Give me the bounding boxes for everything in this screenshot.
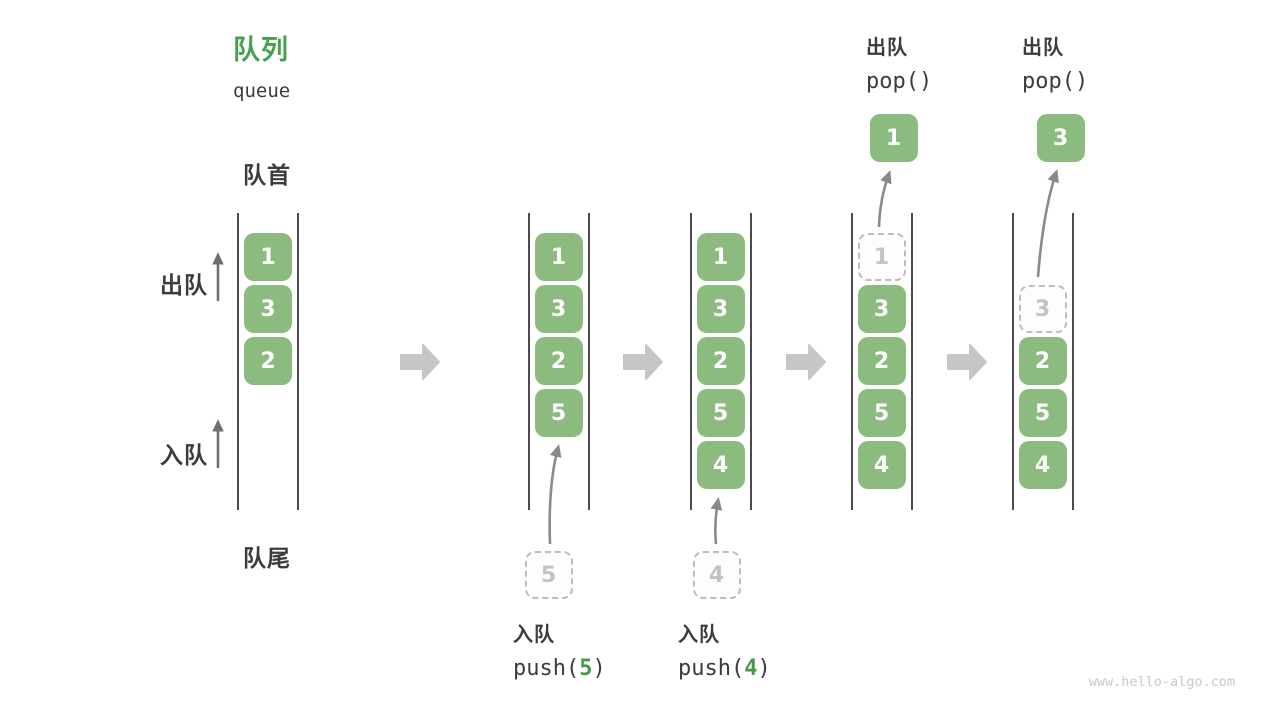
- pop1-arrow: [877, 170, 892, 228]
- queue-element: 4: [1018, 441, 1067, 489]
- queue-element: 3: [696, 285, 745, 333]
- queue-element: 1: [534, 233, 583, 281]
- queue-wall-right: [1071, 213, 1074, 510]
- popped-element: 3: [1036, 114, 1085, 162]
- dequeued-slot-ghost: 3: [1018, 285, 1067, 333]
- code-text: ): [757, 656, 771, 681]
- op-label-code: pop(): [1022, 69, 1089, 94]
- incoming-element-ghost: 5: [524, 551, 573, 599]
- op-label-code: push(4): [678, 656, 771, 681]
- dequeue-direction-label: 出队: [160, 272, 208, 298]
- queue-wall-right: [749, 213, 752, 510]
- op-label-code: pop(): [866, 69, 933, 94]
- queue-front-label: 队首: [243, 162, 291, 188]
- dequeued-slot-ghost: 1: [857, 233, 906, 281]
- dequeue-op-label: 出队 pop(): [866, 31, 932, 94]
- incoming-element-ghost: 4: [692, 551, 741, 599]
- op-label-zh: 入队: [513, 624, 555, 646]
- enqueue-op-label: 入队 push(5): [513, 618, 606, 681]
- queue-element: 5: [534, 389, 583, 437]
- dequeue-op-label: 出队 pop(): [1022, 31, 1088, 94]
- op-label-zh: 入队: [678, 624, 720, 646]
- op-label-code: push(5): [513, 656, 606, 681]
- queue-wall-left: [850, 213, 853, 510]
- queue-rear-label: 队尾: [243, 545, 291, 571]
- queue-element: 2: [696, 337, 745, 385]
- flow-arrow-icon: [400, 343, 441, 381]
- code-arg: 4: [744, 656, 758, 681]
- flow-arrow-icon: [623, 343, 664, 381]
- queue-wall-left: [237, 213, 239, 510]
- push4-arrow: [710, 497, 723, 545]
- op-label-zh: 出队: [866, 37, 908, 59]
- title-zh: 队列: [233, 35, 289, 65]
- queue-element: 3: [857, 285, 906, 333]
- queue-wall-right: [297, 213, 299, 510]
- queue-element: 3: [244, 285, 292, 333]
- queue-element: 1: [696, 233, 745, 281]
- queue-element: 2: [857, 337, 906, 385]
- enqueue-op-label: 入队 push(4): [678, 618, 771, 681]
- code-arg: 5: [579, 656, 593, 681]
- code-text: push(: [678, 656, 745, 681]
- queue-wall-right: [910, 213, 913, 510]
- op-label-zh: 出队: [1022, 37, 1064, 59]
- queue-element: 2: [1018, 337, 1067, 385]
- code-text: ): [592, 656, 606, 681]
- enqueue-direction-label: 入队: [160, 442, 208, 468]
- code-text: push(: [513, 656, 580, 681]
- title-en: queue: [233, 80, 291, 102]
- queue-wall-left: [1011, 213, 1014, 510]
- popped-element: 1: [869, 114, 918, 162]
- queue-element: 1: [244, 233, 292, 281]
- queue-element: 2: [244, 337, 292, 385]
- queue-element: 4: [696, 441, 745, 489]
- queue-element: 2: [534, 337, 583, 385]
- flow-arrow-icon: [786, 343, 827, 381]
- queue-wall-left: [689, 213, 692, 510]
- queue-element: 5: [857, 389, 906, 437]
- queue-element: 3: [534, 285, 583, 333]
- watermark: www.hello-algo.com: [1088, 674, 1235, 690]
- flow-arrow-icon: [947, 343, 988, 381]
- push5-arrow: [548, 444, 562, 545]
- queue-wall-left: [527, 213, 530, 510]
- queue-element: 4: [857, 441, 906, 489]
- diagram-header: 队列 queue: [233, 28, 290, 102]
- queue-element: 5: [1018, 389, 1067, 437]
- queue-element: 5: [696, 389, 745, 437]
- queue-wall-right: [587, 213, 590, 510]
- pop3-arrow: [1036, 169, 1059, 278]
